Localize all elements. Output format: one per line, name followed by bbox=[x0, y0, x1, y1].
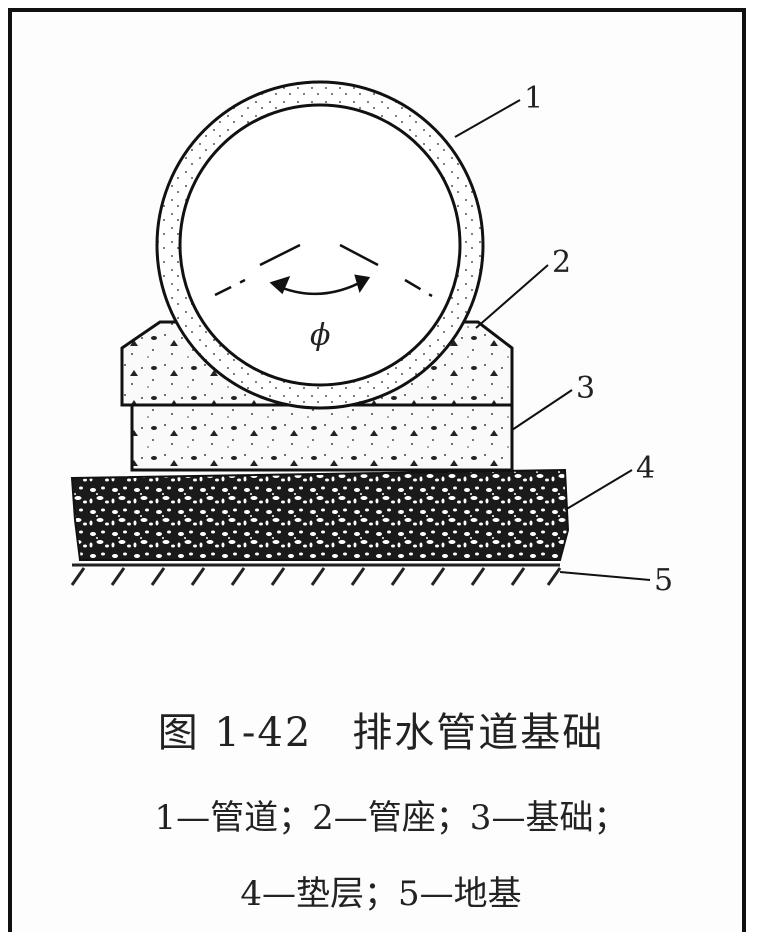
callout-4: 4 bbox=[636, 451, 655, 486]
legend-line-1: 1—管道；2—管座；3—基础； bbox=[154, 798, 628, 838]
subgrade-layer bbox=[70, 563, 562, 586]
diameter-symbol: ϕ bbox=[310, 318, 330, 353]
pipe bbox=[155, 80, 485, 410]
callout-3: 3 bbox=[576, 371, 595, 406]
figure-caption: 图 1-42 排水管道基础 bbox=[0, 700, 762, 758]
figure-number: 图 1-42 bbox=[157, 710, 313, 756]
cushion-layer bbox=[70, 468, 570, 561]
callout-2: 2 bbox=[552, 245, 571, 280]
pipe-foundation-diagram: ϕ 1 2 3 4 5 bbox=[70, 80, 673, 598]
leader-lines bbox=[454, 99, 651, 581]
figure-title: 排水管道基础 bbox=[352, 710, 605, 756]
base-slab bbox=[130, 403, 514, 472]
legend-line-2: 4—垫层；5—地基 bbox=[240, 874, 522, 914]
callout-1: 1 bbox=[524, 81, 543, 116]
diameter-indicator bbox=[214, 243, 433, 298]
callout-5: 5 bbox=[654, 563, 673, 598]
